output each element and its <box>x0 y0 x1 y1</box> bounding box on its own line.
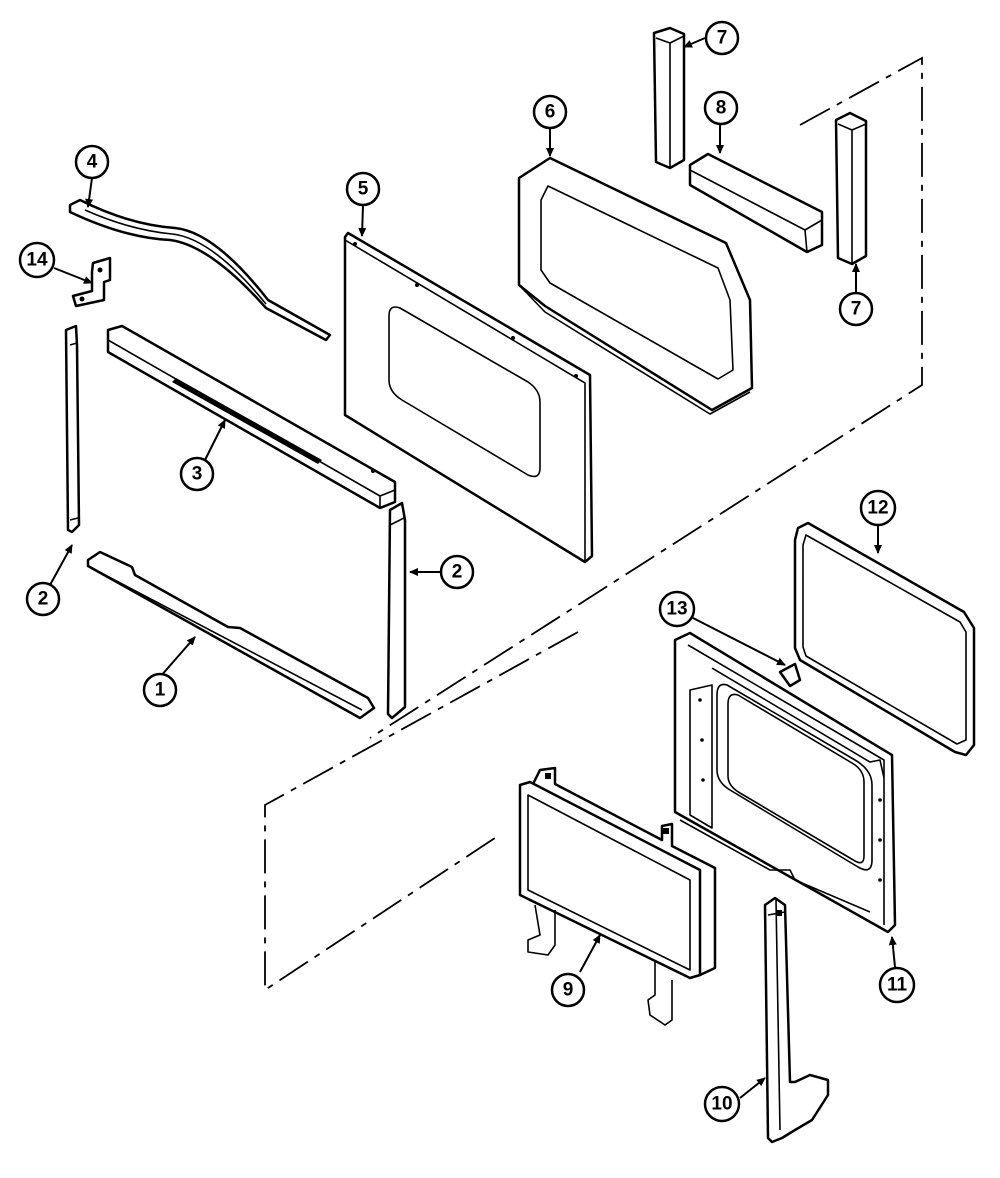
part-8-insulation-block <box>688 152 824 254</box>
callout-14-label: 14 <box>26 250 48 271</box>
callout-7-right: 7 <box>838 291 874 327</box>
callout-13-label: 13 <box>666 599 687 620</box>
callout-7-right-label: 7 <box>851 299 862 320</box>
part-12-gasket <box>793 521 976 757</box>
part-5-outer-door-panel <box>343 231 594 564</box>
callout-5: 5 <box>345 171 381 207</box>
callout-6-label: 6 <box>545 102 556 123</box>
callout-3-label: 3 <box>192 464 203 485</box>
part-3-header-bar <box>106 324 397 510</box>
callout-9: 9 <box>550 972 586 1008</box>
callout-2-left: 2 <box>25 581 61 617</box>
callout-12: 12 <box>859 489 897 527</box>
callout-11: 11 <box>878 966 916 1004</box>
callout-5-label: 5 <box>358 179 369 200</box>
callout-1-label: 1 <box>155 680 166 701</box>
part-6-window-frame <box>517 156 754 415</box>
part-11-inner-door-panel <box>673 631 897 934</box>
callout-14: 14 <box>18 241 56 279</box>
callout-3: 3 <box>179 456 215 492</box>
callout-2-right-label: 2 <box>452 562 463 583</box>
callout-7-top: 7 <box>704 20 740 56</box>
callout-4: 4 <box>74 144 110 180</box>
section-divider-lines <box>264 56 923 992</box>
callout-1: 1 <box>142 672 178 708</box>
part-7-right-insulation <box>834 111 868 266</box>
part-4-trim-strip <box>68 198 332 342</box>
part-2-left-strip <box>64 324 81 534</box>
callout-10-label: 10 <box>711 1094 732 1115</box>
callout-13: 13 <box>658 590 696 628</box>
callout-12-label: 12 <box>867 498 888 519</box>
part-2-right-strip <box>386 501 407 720</box>
callout-7-top-label: 7 <box>717 28 728 49</box>
part-1-bottom-trim <box>86 550 376 720</box>
callout-4-label: 4 <box>87 152 98 173</box>
callout-8: 8 <box>703 90 739 126</box>
callout-6: 6 <box>532 94 568 130</box>
callout-leaders <box>49 37 897 1099</box>
callout-10: 10 <box>703 1085 741 1123</box>
callout-2-right: 2 <box>439 554 475 590</box>
callout-2-left-label: 2 <box>38 589 49 610</box>
part-7-upper-insulation <box>652 26 686 170</box>
part-13-clip <box>778 662 802 688</box>
callout-9-label: 9 <box>563 980 574 1001</box>
part-9-glass-pack <box>518 766 717 1026</box>
callout-8-label: 8 <box>716 98 727 119</box>
callout-11-label: 11 <box>887 975 908 996</box>
part-10-vertical-channel <box>763 896 830 1144</box>
